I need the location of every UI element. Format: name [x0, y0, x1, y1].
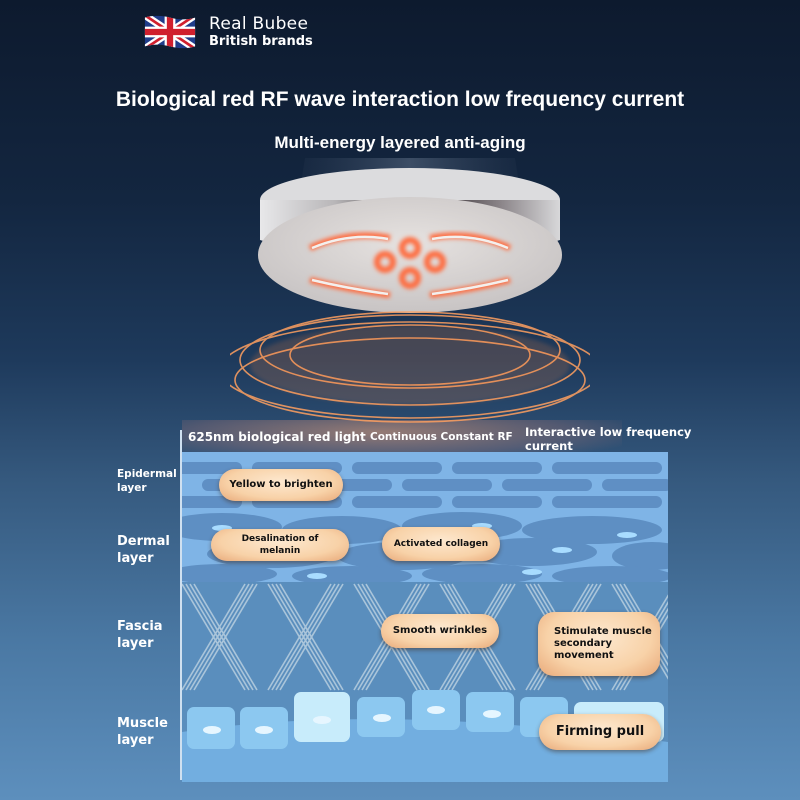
rf-device-illustration	[230, 158, 590, 423]
fascia-fiber	[275, 583, 340, 691]
column-header-rf: Continuous Constant RF	[370, 431, 513, 443]
effect-smooth-wrinkles: Smooth wrinkles	[381, 614, 499, 648]
layer-label-fascia: Fascia layer	[117, 619, 163, 651]
column-header-low-frequency: Interactive low frequency current	[525, 425, 692, 453]
layer-label-muscle: Muscle layer	[117, 716, 168, 748]
fascia-fiber	[193, 583, 258, 691]
layer-label-epidermal: Epidermal layer	[117, 468, 177, 494]
fascia-fiber	[279, 583, 344, 691]
effect-activated-collagen: Activated collagen	[382, 527, 500, 561]
page-title: Biological red RF wave interaction low f…	[115, 88, 685, 111]
brand-tagline: British brands	[209, 34, 313, 49]
fascia-fiber	[189, 583, 254, 691]
page-subtitle: Multi-energy layered anti-aging	[274, 133, 526, 152]
effect-stimulate-muscle: Stimulate muscle secondary movement	[538, 612, 660, 676]
union-jack-flag-icon	[143, 14, 197, 50]
brand-block: Real Bubee British brands	[143, 14, 313, 50]
column-header-red-light: 625nm biological red light	[188, 430, 366, 444]
column-divider	[180, 430, 182, 780]
effect-yellow-to-brighten: Yellow to brighten	[219, 469, 343, 501]
layer-label-dermal: Dermal layer	[117, 534, 170, 566]
brand-name: Real Bubee	[209, 14, 309, 34]
fascia-fiber	[185, 583, 250, 691]
fascia-fiber	[182, 583, 246, 691]
effect-firming-pull: Firming pull	[539, 714, 661, 750]
fascia-fiber	[267, 583, 332, 691]
fascia-fiber	[271, 583, 336, 691]
effect-desalination-of-melanin: Desalination of melanin	[211, 529, 349, 561]
